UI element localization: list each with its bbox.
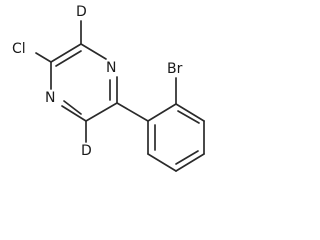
atom-deuterium-bottom: D	[81, 143, 92, 159]
bond-benzene-2-3-double	[177, 110, 200, 124]
chemical-structure: D Cl N N D Br	[12, 4, 205, 172]
atom-nitrogen-upper: N	[106, 60, 116, 76]
bond-c2-cl	[35, 52, 52, 63]
bond-benzene-4-5-double	[175, 150, 199, 165]
bond-c6-n1-double	[63, 100, 82, 115]
bond-c2-c3-double	[55, 50, 82, 67]
atom-bromine: Br	[167, 61, 183, 77]
bond-benzene-2-3	[175, 103, 205, 122]
bond-c6-n1	[61, 105, 87, 122]
atom-nitrogen-lower: N	[45, 90, 55, 106]
bond-benzene-5-6	[147, 153, 177, 172]
bond-benzene-1-2	[147, 103, 177, 122]
bond-c5-c6	[85, 102, 118, 122]
bond-c2-c3	[50, 43, 82, 63]
bond-c5-aryl	[116, 102, 149, 122]
bond-c3-n4	[80, 43, 107, 60]
atom-chlorine: Cl	[12, 41, 26, 57]
atom-deuterium-top: D	[76, 4, 87, 20]
bond-benzene-4-5	[175, 153, 205, 172]
